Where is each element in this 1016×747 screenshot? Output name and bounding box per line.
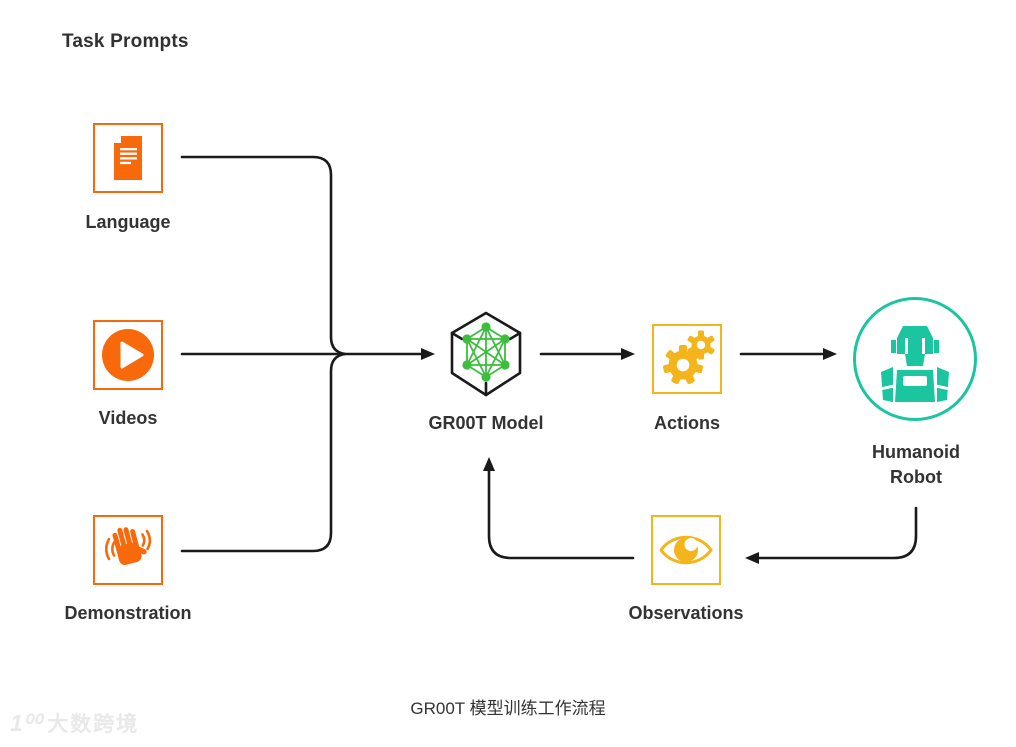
arrowhead-into-robot	[823, 348, 837, 360]
waving-hand-icon	[104, 527, 152, 565]
actions-node	[652, 324, 722, 394]
edge-demonstration-to-merge	[180, 352, 347, 553]
robot-icon	[879, 326, 951, 402]
videos-node	[93, 320, 163, 390]
diagram-title: Task Prompts	[62, 31, 189, 52]
humanoid-robot-label: Humanoid Robot	[872, 442, 960, 487]
watermark-logo: 1⁰⁰	[10, 709, 42, 736]
arrowhead-up-into-groot	[483, 457, 495, 471]
language-node	[93, 123, 163, 193]
groot-node	[447, 308, 525, 400]
actions-label: Actions	[653, 413, 720, 433]
play-icon	[102, 329, 154, 381]
observations-label: Observations	[628, 603, 744, 623]
eye-icon	[659, 535, 713, 565]
humanoid-robot-node	[853, 297, 977, 421]
arrowhead-into-observations	[745, 552, 759, 564]
watermark: 1⁰⁰ 大数跨境	[10, 708, 139, 738]
figure-caption: GR00T 模型训练工作流程	[410, 699, 606, 718]
arrowhead-into-groot	[421, 348, 435, 360]
edge-language-to-merge	[180, 155, 347, 356]
demonstration-label: Demonstration	[64, 603, 192, 623]
document-icon	[114, 136, 142, 180]
watermark-text: 大数跨境	[47, 713, 140, 736]
videos-label: Videos	[98, 408, 158, 428]
edge-observations-to-groot	[487, 469, 635, 560]
gears-icon	[663, 330, 715, 385]
demonstration-node	[93, 515, 163, 585]
edge-robot-to-observations	[757, 506, 918, 560]
observations-node	[651, 515, 721, 585]
language-label: Language	[85, 212, 171, 232]
arrowhead-into-actions	[621, 348, 635, 360]
groot-label: GR00T Model	[428, 413, 544, 433]
cube-network-icon	[450, 311, 522, 397]
